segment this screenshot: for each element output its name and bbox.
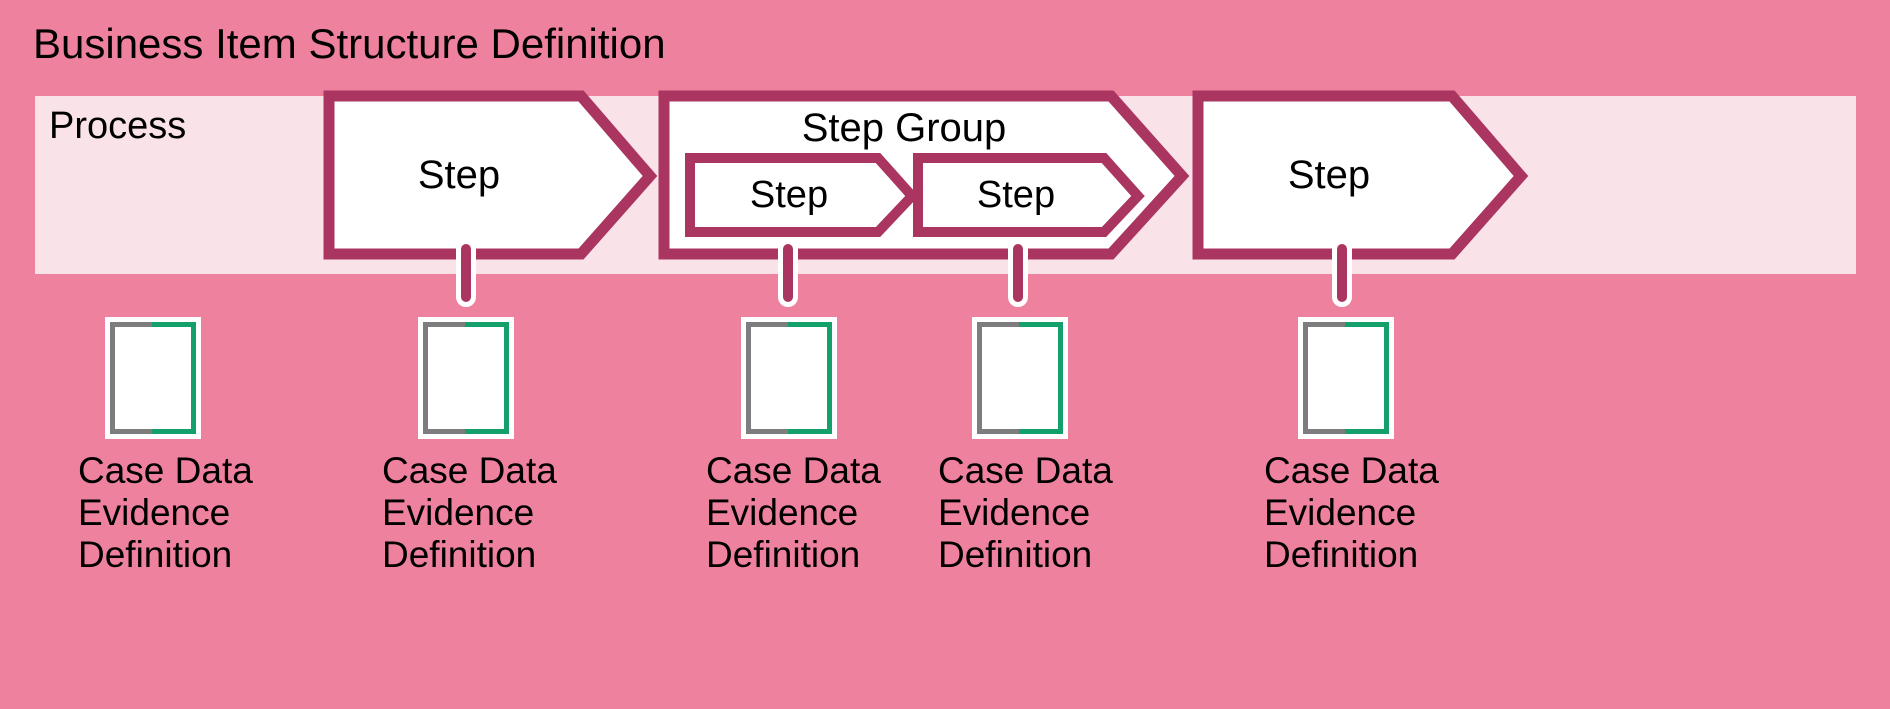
process-swimlane-label: Process	[49, 105, 187, 147]
document-icon-green-top	[788, 322, 832, 327]
document-icon-green-edge	[1384, 322, 1389, 434]
document-icon-green-bottom	[152, 429, 196, 434]
process-step-4-label: Step	[1287, 153, 1371, 197]
document-icon[interactable]	[1303, 322, 1389, 434]
document-icon-green-edge	[191, 322, 196, 434]
document-caption: Case Data Evidence Definition	[706, 450, 881, 575]
document-icon[interactable]	[977, 322, 1063, 434]
document-icon-green-top	[1019, 322, 1063, 327]
document-icon-green-bottom	[1019, 429, 1063, 434]
document-icon[interactable]	[423, 322, 509, 434]
document-caption: Case Data Evidence Definition	[78, 450, 253, 575]
document-icon[interactable]	[110, 322, 196, 434]
document-icon-green-edge	[827, 322, 832, 434]
process-step-1-label: Step	[417, 153, 501, 197]
step-group-label: Step Group	[801, 106, 1007, 150]
document-icon-green-top	[465, 322, 509, 327]
process-step-2-shape[interactable]	[685, 153, 919, 237]
process-step-3-shape[interactable]	[913, 153, 1145, 237]
document-icon-green-edge	[504, 322, 509, 434]
process-step-4-shape[interactable]	[1192, 90, 1529, 260]
document-icon-green-top	[1345, 322, 1389, 327]
document-caption: Case Data Evidence Definition	[938, 450, 1113, 575]
document-icon-green-bottom	[1345, 429, 1389, 434]
document-caption: Case Data Evidence Definition	[1264, 450, 1439, 575]
document-icon-green-top	[152, 322, 196, 327]
process-step-2-label: Step	[749, 174, 829, 216]
document-icon-green-edge	[1058, 322, 1063, 434]
document-icon[interactable]	[746, 322, 832, 434]
document-icon-green-bottom	[788, 429, 832, 434]
page-title: Business Item Structure Definition	[33, 20, 666, 67]
document-caption: Case Data Evidence Definition	[382, 450, 557, 575]
document-icon-green-bottom	[465, 429, 509, 434]
process-step-1-shape[interactable]	[323, 90, 658, 260]
process-step-3-label: Step	[976, 174, 1056, 216]
